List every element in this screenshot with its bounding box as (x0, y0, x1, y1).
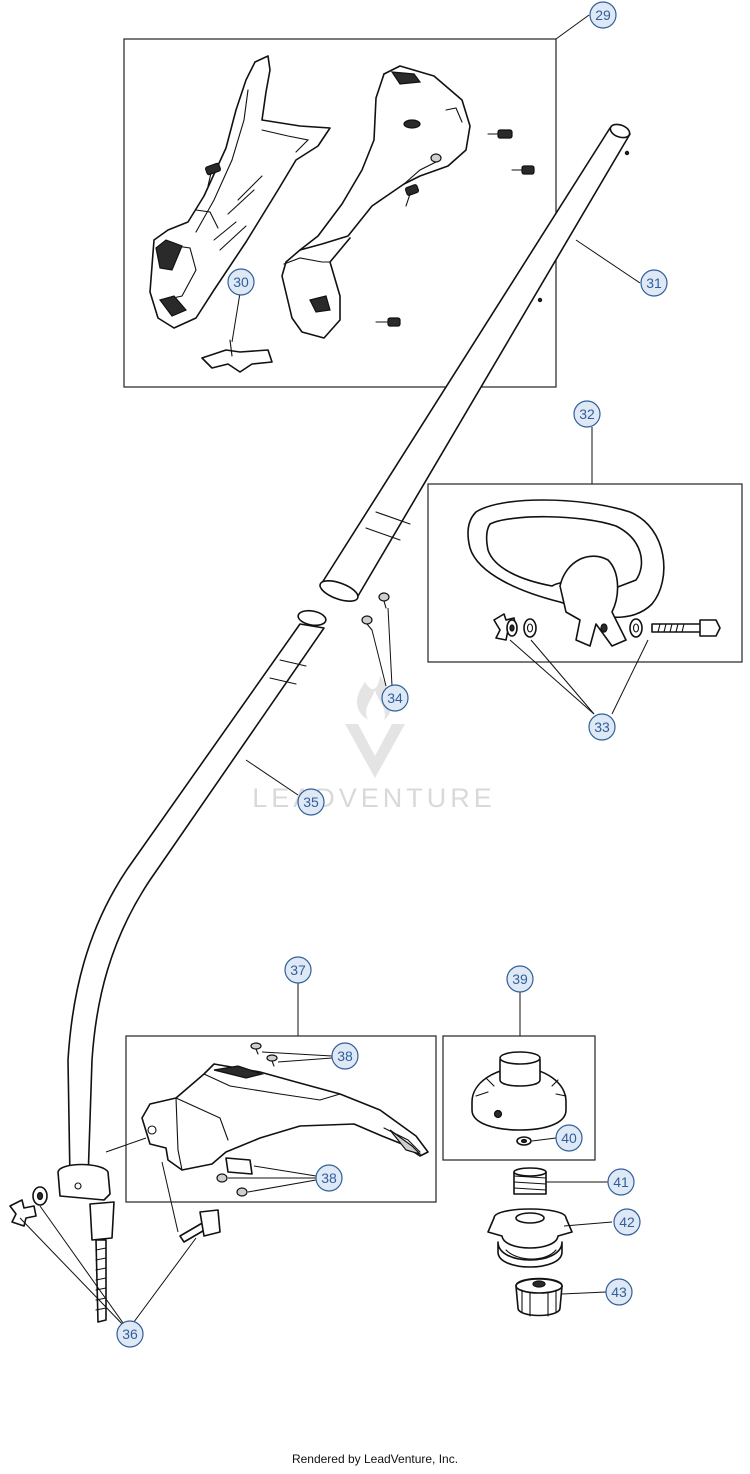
callout-38-screws[interactable]: 38 (331, 1042, 359, 1070)
threaded-rod (89, 1201, 115, 1323)
svg-text:30: 30 (233, 274, 249, 290)
screw (404, 184, 420, 207)
screw (266, 1054, 278, 1067)
shaft-clamp (57, 1163, 111, 1201)
watermark-logo: LEADVENTURE (252, 676, 496, 813)
svg-text:38: 38 (337, 1048, 353, 1064)
screw (250, 1042, 262, 1055)
svg-text:33: 33 (594, 719, 610, 735)
wing-nut (9, 1199, 37, 1227)
svg-text:34: 34 (387, 690, 403, 706)
callout-41[interactable]: 41 (607, 1168, 635, 1196)
spool-housing (471, 1051, 567, 1131)
handle-right-half (281, 65, 471, 339)
svg-text:41: 41 (613, 1174, 629, 1190)
svg-text:39: 39 (512, 971, 528, 987)
callout-43[interactable]: 43 (605, 1278, 633, 1306)
screw (487, 129, 513, 139)
svg-text:37: 37 (290, 962, 306, 978)
front-handle (467, 499, 665, 647)
handle-left-half (149, 55, 331, 329)
front-handle-box (427, 483, 743, 663)
svg-text:43: 43 (611, 1284, 627, 1300)
carriage-bolt (179, 1209, 221, 1243)
throttle-lever (201, 339, 273, 373)
svg-text:32: 32 (579, 406, 595, 422)
bump-knob (515, 1277, 563, 1317)
washer (629, 618, 643, 638)
svg-text:42: 42 (619, 1214, 635, 1230)
callout-38-blade[interactable]: 38 (315, 1164, 343, 1192)
callout-35[interactable]: 35 (297, 788, 325, 816)
callout-33[interactable]: 33 (588, 713, 616, 741)
bolt (651, 619, 721, 637)
callout-32[interactable]: 32 (573, 400, 601, 428)
spring (513, 1167, 547, 1195)
callout-39[interactable]: 39 (506, 965, 534, 993)
svg-text:40: 40 (561, 1130, 577, 1146)
watermark-text: LEADVENTURE (252, 783, 496, 813)
nut (236, 1187, 248, 1197)
cutting-blade (225, 1157, 253, 1175)
callout-34[interactable]: 34 (381, 684, 409, 712)
spool (487, 1208, 573, 1268)
washer (32, 1186, 48, 1206)
screw (361, 615, 373, 631)
washer (506, 619, 518, 637)
screw (205, 162, 221, 187)
debris-guard (141, 1063, 429, 1171)
upper-shaft (319, 123, 631, 602)
spool-housing-box (442, 1035, 596, 1161)
screw (375, 317, 401, 327)
screw (511, 165, 535, 175)
callout-42[interactable]: 42 (613, 1208, 641, 1236)
callout-29[interactable]: 29 (589, 1, 617, 29)
svg-text:29: 29 (595, 7, 611, 23)
callout-37[interactable]: 37 (284, 956, 312, 984)
callout-40[interactable]: 40 (555, 1124, 583, 1152)
callout-30[interactable]: 30 (227, 268, 255, 296)
svg-text:36: 36 (122, 1326, 138, 1342)
svg-text:31: 31 (646, 275, 662, 291)
footer-credit: Rendered by LeadVenture, Inc. (291, 1452, 459, 1466)
washer (523, 618, 537, 638)
guard-box (125, 1035, 437, 1203)
callout-36[interactable]: 36 (116, 1320, 144, 1348)
svg-text:38: 38 (321, 1170, 337, 1186)
nut (216, 1173, 228, 1183)
screw (378, 592, 390, 609)
svg-text:35: 35 (303, 794, 319, 810)
callout-31[interactable]: 31 (640, 269, 668, 297)
eyelet (516, 1136, 532, 1146)
